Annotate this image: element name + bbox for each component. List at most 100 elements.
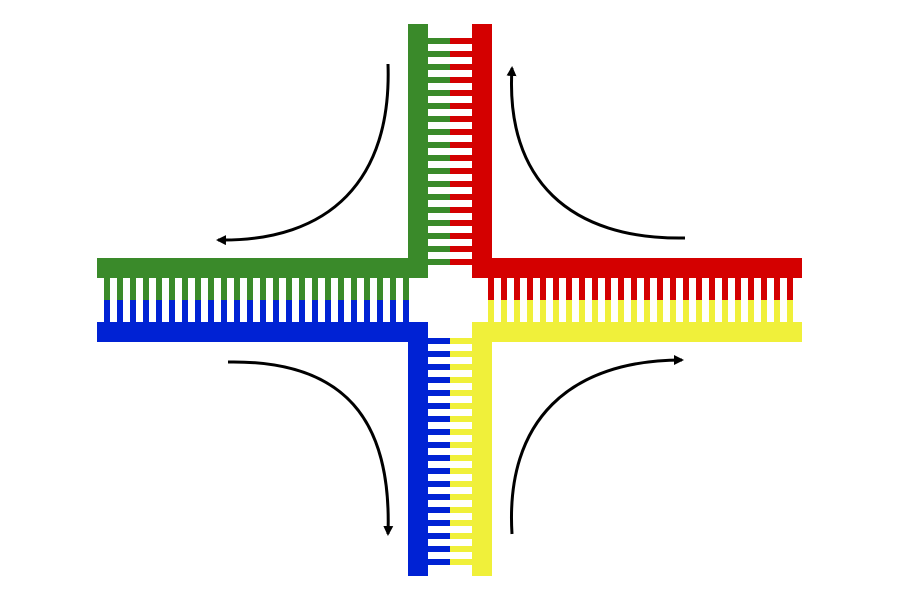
yellow-base [450,455,472,461]
green-base [338,278,344,300]
yellow-base [450,559,472,565]
green-base [104,278,110,300]
red-base [501,278,507,300]
red-base [450,207,472,213]
blue-base [364,300,370,322]
red-base [527,278,533,300]
yellow-base [722,300,728,322]
blue-base [338,300,344,322]
green-strand [97,24,450,300]
green-base [428,129,450,135]
blue-base [117,300,123,322]
blue-base [428,507,450,513]
yellow-base [787,300,793,322]
red-base [787,278,793,300]
yellow-base [696,300,702,322]
green-base [247,278,253,300]
blue-base [325,300,331,322]
red-base [450,142,472,148]
red-base [657,278,663,300]
arrow-bottom-right [509,355,684,535]
yellow-base [450,468,472,474]
blue-base [428,338,450,344]
red-base [644,278,650,300]
green-base [428,90,450,96]
green-base [234,278,240,300]
green-base [428,168,450,174]
green-base [377,278,383,300]
green-base [390,278,396,300]
blue-base [428,481,450,487]
blue-base [299,300,305,322]
blue-base [312,300,318,322]
yellow-base [450,442,472,448]
red-base [592,278,598,300]
yellow-base [488,300,494,322]
yellow-base [450,377,472,383]
blue-base [428,351,450,357]
yellow-base [631,300,637,322]
blue-base [260,300,266,322]
blue-base [428,468,450,474]
green-backbone-vertical [408,24,428,278]
yellow-base [566,300,572,322]
blue-base [208,300,214,322]
green-base [195,278,201,300]
yellow-base [579,300,585,322]
red-base [450,220,472,226]
blue-strand [97,300,450,576]
red-base [450,129,472,135]
yellow-base [618,300,624,322]
red-base [450,103,472,109]
blue-base [247,300,253,322]
yellow-strand [450,300,802,576]
yellow-base [450,429,472,435]
red-base [709,278,715,300]
green-base [364,278,370,300]
yellow-base [450,533,472,539]
green-base [260,278,266,300]
red-base [722,278,728,300]
green-base [428,207,450,213]
blue-base [428,416,450,422]
red-base [540,278,546,300]
blue-base [234,300,240,322]
green-base [428,155,450,161]
red-base [618,278,624,300]
red-base [450,233,472,239]
green-base [130,278,136,300]
yellow-base [592,300,598,322]
blue-base [428,377,450,383]
yellow-base [605,300,611,322]
blue-base [428,390,450,396]
green-base [299,278,305,300]
green-base [428,194,450,200]
red-base [514,278,520,300]
red-base [450,181,472,187]
blue-base [156,300,162,322]
yellow-base [450,507,472,513]
green-base [428,233,450,239]
green-base [182,278,188,300]
yellow-base [670,300,676,322]
green-base [428,77,450,83]
yellow-base [761,300,767,322]
yellow-base [450,546,472,552]
green-base [428,103,450,109]
yellow-base [709,300,715,322]
red-base [450,246,472,252]
red-base [696,278,702,300]
green-backbone-horizontal [97,258,428,278]
blue-backbone-vertical [408,322,428,576]
yellow-base [657,300,663,322]
blue-base [390,300,396,322]
blue-base [143,300,149,322]
green-base [312,278,318,300]
blue-base [428,520,450,526]
green-base [117,278,123,300]
red-base [774,278,780,300]
green-base [428,116,450,122]
yellow-base [644,300,650,322]
green-base [428,38,450,44]
